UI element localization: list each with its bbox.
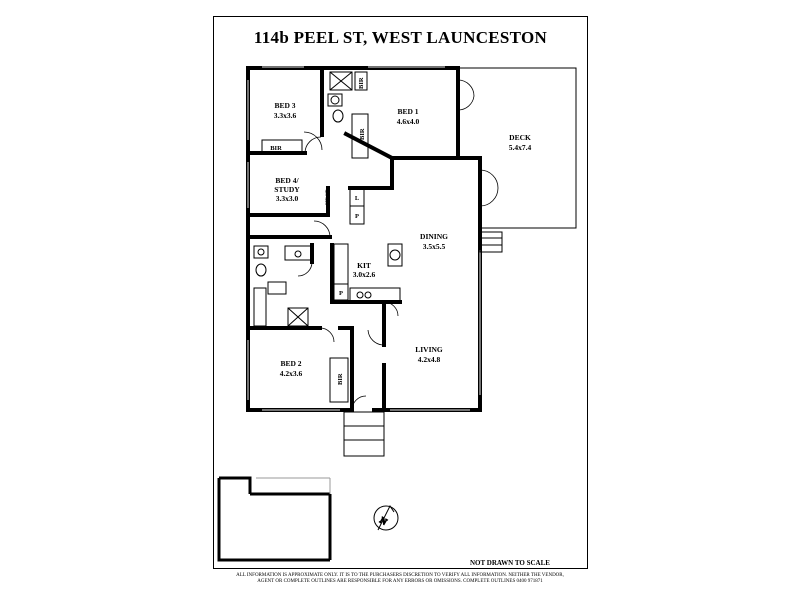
garage-door-line [256, 477, 331, 494]
disclaimer-line-2: AGENT OR COMPLETE OUTLINES ARE RESPONSIB… [257, 579, 543, 584]
bir-bed1-label: BIR [359, 128, 366, 140]
heat-label: HEAT [325, 189, 331, 205]
bed4-size: 3.3x3.0 [276, 194, 299, 203]
disclaimer: ALL INFORMATION IS APPROXIMATE ONLY. IT … [205, 573, 595, 585]
living-size: 4.2x4.8 [418, 355, 441, 364]
bed3-size: 3.3x3.6 [274, 111, 297, 120]
linen-label: L [355, 195, 360, 202]
bir-bed3-label: BIR [270, 145, 282, 152]
fixtures [253, 71, 403, 403]
deck-size: 5.4x7.4 [509, 143, 532, 152]
deck-name: DECK [509, 133, 531, 142]
dining-name: DINING [420, 232, 448, 241]
bed4-name: BED 4/ [275, 176, 299, 185]
pantry-label: P [355, 213, 359, 220]
disclaimer-line-1: ALL INFORMATION IS APPROXIMATE ONLY. IT … [236, 573, 564, 578]
steps [343, 231, 503, 457]
room-labels: BED 3 3.3x3.6 BED 1 4.6x4.0 DECK 5.4x7.4… [274, 101, 532, 378]
bed1-name: BED 1 [397, 107, 418, 116]
kit-size: 3.0x2.6 [353, 270, 376, 279]
living-name: LIVING [415, 345, 443, 354]
not-to-scale-note: NOT DRAWN TO SCALE [470, 559, 550, 567]
fixture-labels: BIR BIR BIR BIR HEAT L P P [270, 77, 366, 385]
plan-border [213, 16, 588, 569]
bed4-name2: STUDY [274, 185, 300, 194]
bed3-name: BED 3 [274, 101, 295, 110]
bed1-size: 4.6x4.0 [397, 117, 420, 126]
dining-size: 3.5x5.5 [423, 242, 446, 251]
page-title: 114b PEEL ST, WEST LAUNCESTON [253, 28, 548, 47]
garage [217, 476, 332, 562]
bir-ensuite-label: BIR [358, 77, 365, 89]
doors [297, 79, 499, 411]
bir-bed2-label: BIR [337, 373, 344, 385]
bed2-name: BED 2 [280, 359, 301, 368]
windows [247, 66, 481, 411]
kit-name: KIT [357, 261, 371, 270]
north-arrow: N [373, 505, 399, 531]
bed2-size: 4.2x3.6 [280, 369, 303, 378]
deck-outline [458, 67, 577, 229]
pantry-kit-label: P [339, 290, 343, 297]
